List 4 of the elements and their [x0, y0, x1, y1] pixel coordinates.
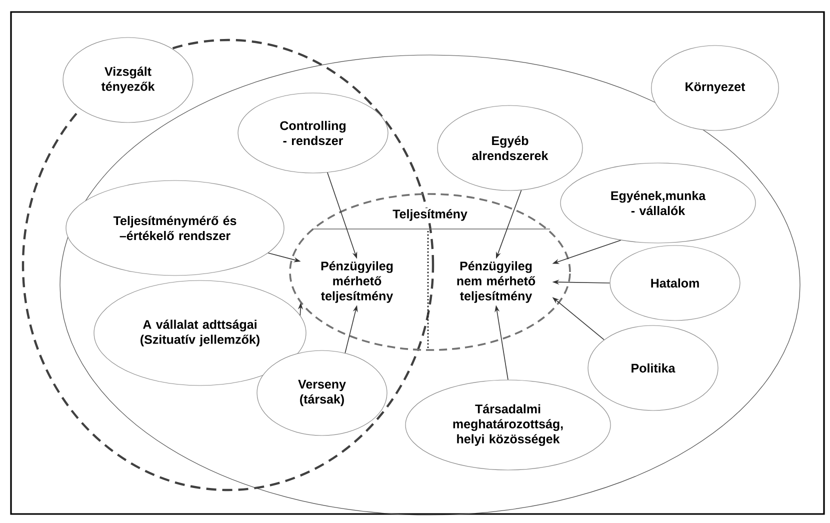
performance-text: Pénzügyileg mérhető teljesítmény	[321, 261, 394, 303]
performance-text: Pénzügyileg nem mérhető teljesítmény	[457, 261, 536, 303]
heading-text: Teljesítmény	[392, 208, 468, 222]
organisation-ellipse	[60, 54, 800, 516]
